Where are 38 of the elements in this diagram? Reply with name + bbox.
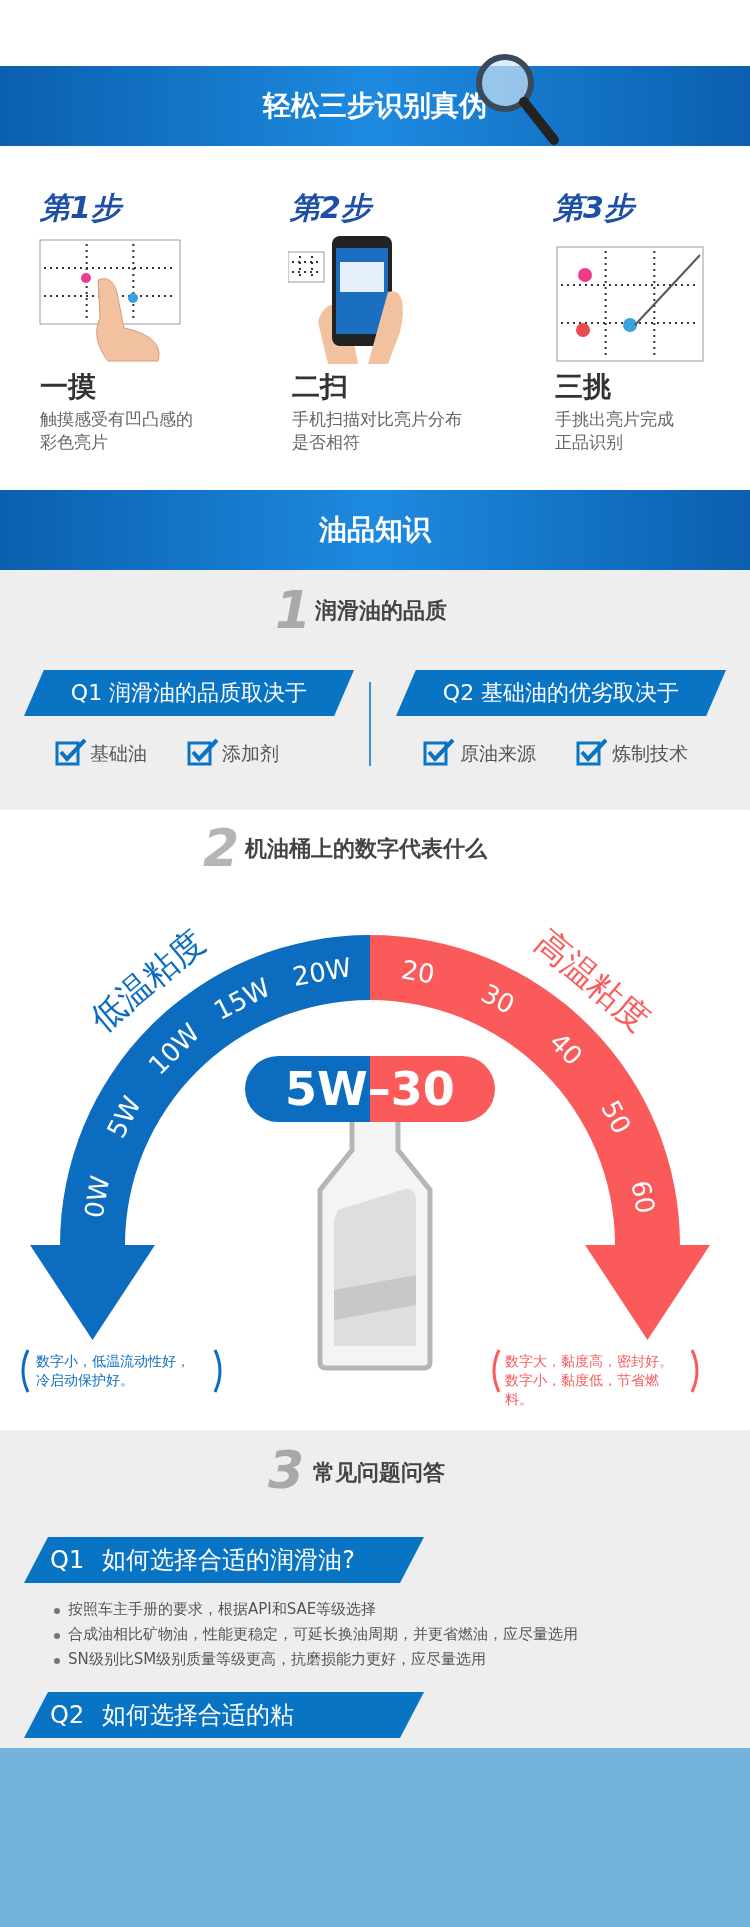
checklist-item: 炼制技术: [612, 741, 688, 766]
scale-label: 0W: [78, 1173, 116, 1221]
bullet-item: 合成油相比矿物油，性能更稳定，可延长换油周期，并更省燃油，应尽量选用: [52, 1625, 578, 1644]
question-number: Q1: [50, 1546, 85, 1574]
scale-label: 60: [625, 1177, 661, 1216]
question-text: 如何选择合适的粘: [102, 1700, 295, 1731]
checklist-item: 原油来源: [460, 741, 536, 766]
bullet-item: SN级别比SM级别质量等级更高，抗磨损能力更好，应尽量选用: [52, 1650, 487, 1669]
step-title: 二扫: [292, 369, 348, 405]
checklist-item: 基础油: [90, 741, 147, 766]
checklist-item: 添加剂: [222, 741, 279, 766]
scale-label: 20: [399, 954, 438, 990]
scale-label: 30: [476, 977, 520, 1020]
section-header-band: 轻松三步识别真伪: [0, 66, 750, 146]
question-text: 如何选择合适的润滑油?: [102, 1545, 355, 1576]
step-description: 触摸感受有凹凸感的彩色亮片: [40, 408, 194, 454]
question-banner: Q2 基础油的优劣取决于: [396, 670, 726, 716]
section-title: 机油桶上的数字代表什么: [245, 835, 487, 863]
question-number: Q2: [50, 1701, 85, 1729]
step-title: 三挑: [555, 369, 611, 405]
section-title: 常见问题问答: [313, 1459, 445, 1487]
section-number: 2: [203, 818, 240, 878]
step-description: 手机扫描对比亮片分布是否相符: [292, 408, 463, 454]
scale-label: 5W: [100, 1091, 147, 1143]
section-header-band: 油品知识: [0, 490, 750, 570]
note-text: 数字小，低温流动性好，冷启动保护好。: [36, 1352, 191, 1390]
section-number: 3: [268, 1440, 305, 1500]
scale-label: 20W: [290, 951, 354, 992]
section-number: 1: [275, 580, 312, 640]
bullet-item: 按照车主手册的要求，根据API和SAE等级选择: [52, 1600, 377, 1619]
question-banner: Q1 润滑油的品质取决于: [24, 670, 354, 716]
scale-label: 50: [595, 1095, 638, 1139]
scale-label: 40: [543, 1026, 589, 1072]
step-description: 手挑出亮片完成正品识别: [555, 408, 675, 454]
scale-label: 15W: [208, 971, 275, 1026]
section-title: 润滑油的品质: [315, 597, 447, 625]
note-text: 数字大，黏度高，密封好。数字小，黏度低，节省燃料。: [505, 1352, 674, 1409]
step-title: 一摸: [40, 369, 96, 405]
